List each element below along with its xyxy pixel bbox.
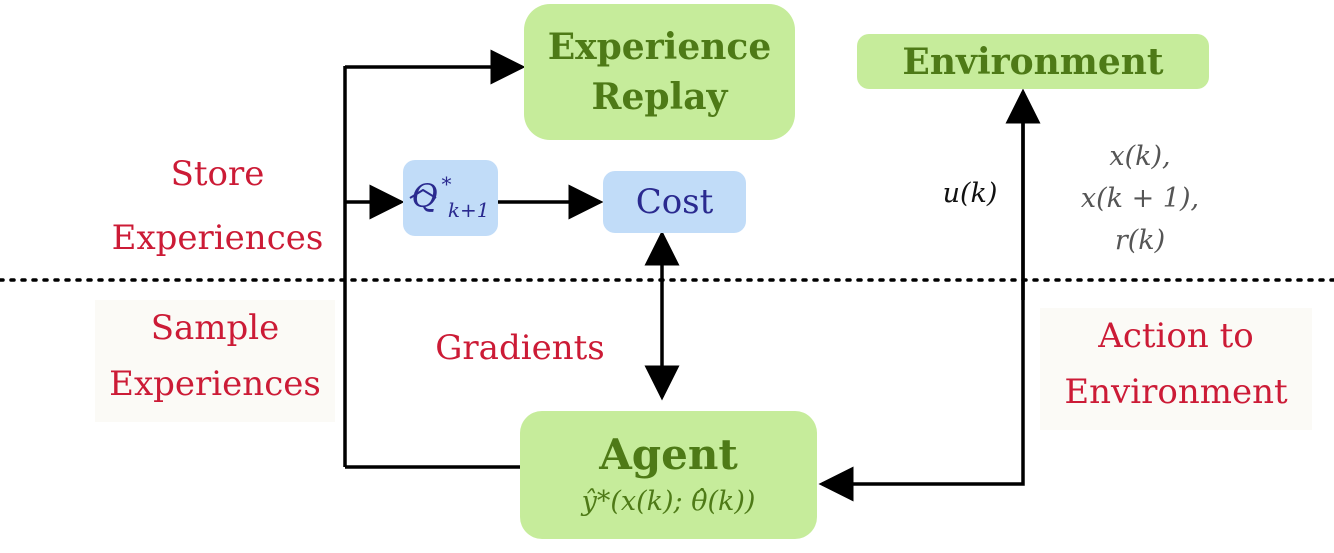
observation-line1: x(k),	[1109, 141, 1171, 172]
experience-replay-box: Experience Replay	[524, 4, 795, 140]
agent-box: Agent ŷ*(x(k); θ̂(k))	[520, 411, 817, 539]
observation-line3: r(k)	[1114, 225, 1166, 256]
action-line2: Environment	[1064, 372, 1288, 412]
store-line1: Store	[170, 154, 265, 194]
store-line2: Experiences	[111, 218, 324, 258]
store-experiences-label: Store Experiences	[100, 146, 335, 266]
observation-line2: x(k + 1),	[1080, 183, 1200, 214]
environment-box: Environment	[857, 34, 1209, 89]
q-target-symbol: Q* k+1	[409, 172, 490, 222]
sample-experiences-label: Sample Experiences	[95, 300, 335, 422]
action-line1: Action to	[1098, 316, 1254, 356]
cost-label: Cost	[635, 182, 714, 222]
gradients-label: Gradients	[435, 328, 605, 368]
action-to-environment-label: Action to Environment	[1040, 308, 1312, 430]
q-subscript: k+1	[447, 198, 490, 222]
q-target-box: Q* k+1	[403, 160, 498, 236]
experience-replay-line1: Experience	[547, 26, 772, 68]
sample-line2: Experiences	[109, 364, 321, 404]
sample-line1: Sample	[150, 308, 280, 348]
cost-box: Cost	[603, 171, 746, 233]
environment-label: Environment	[902, 40, 1164, 83]
agent-label: Agent	[599, 430, 738, 479]
observations-label: x(k), x(k + 1), r(k)	[1060, 136, 1220, 262]
hat-icon	[409, 168, 438, 199]
agent-formula: ŷ*(x(k); θ̂(k))	[581, 486, 756, 517]
environment-agent-loop-line	[818, 110, 1025, 502]
experience-replay-line2: Replay	[591, 76, 728, 118]
control-signal-label: u(k)	[942, 178, 998, 209]
q-superscript: *	[441, 172, 452, 196]
